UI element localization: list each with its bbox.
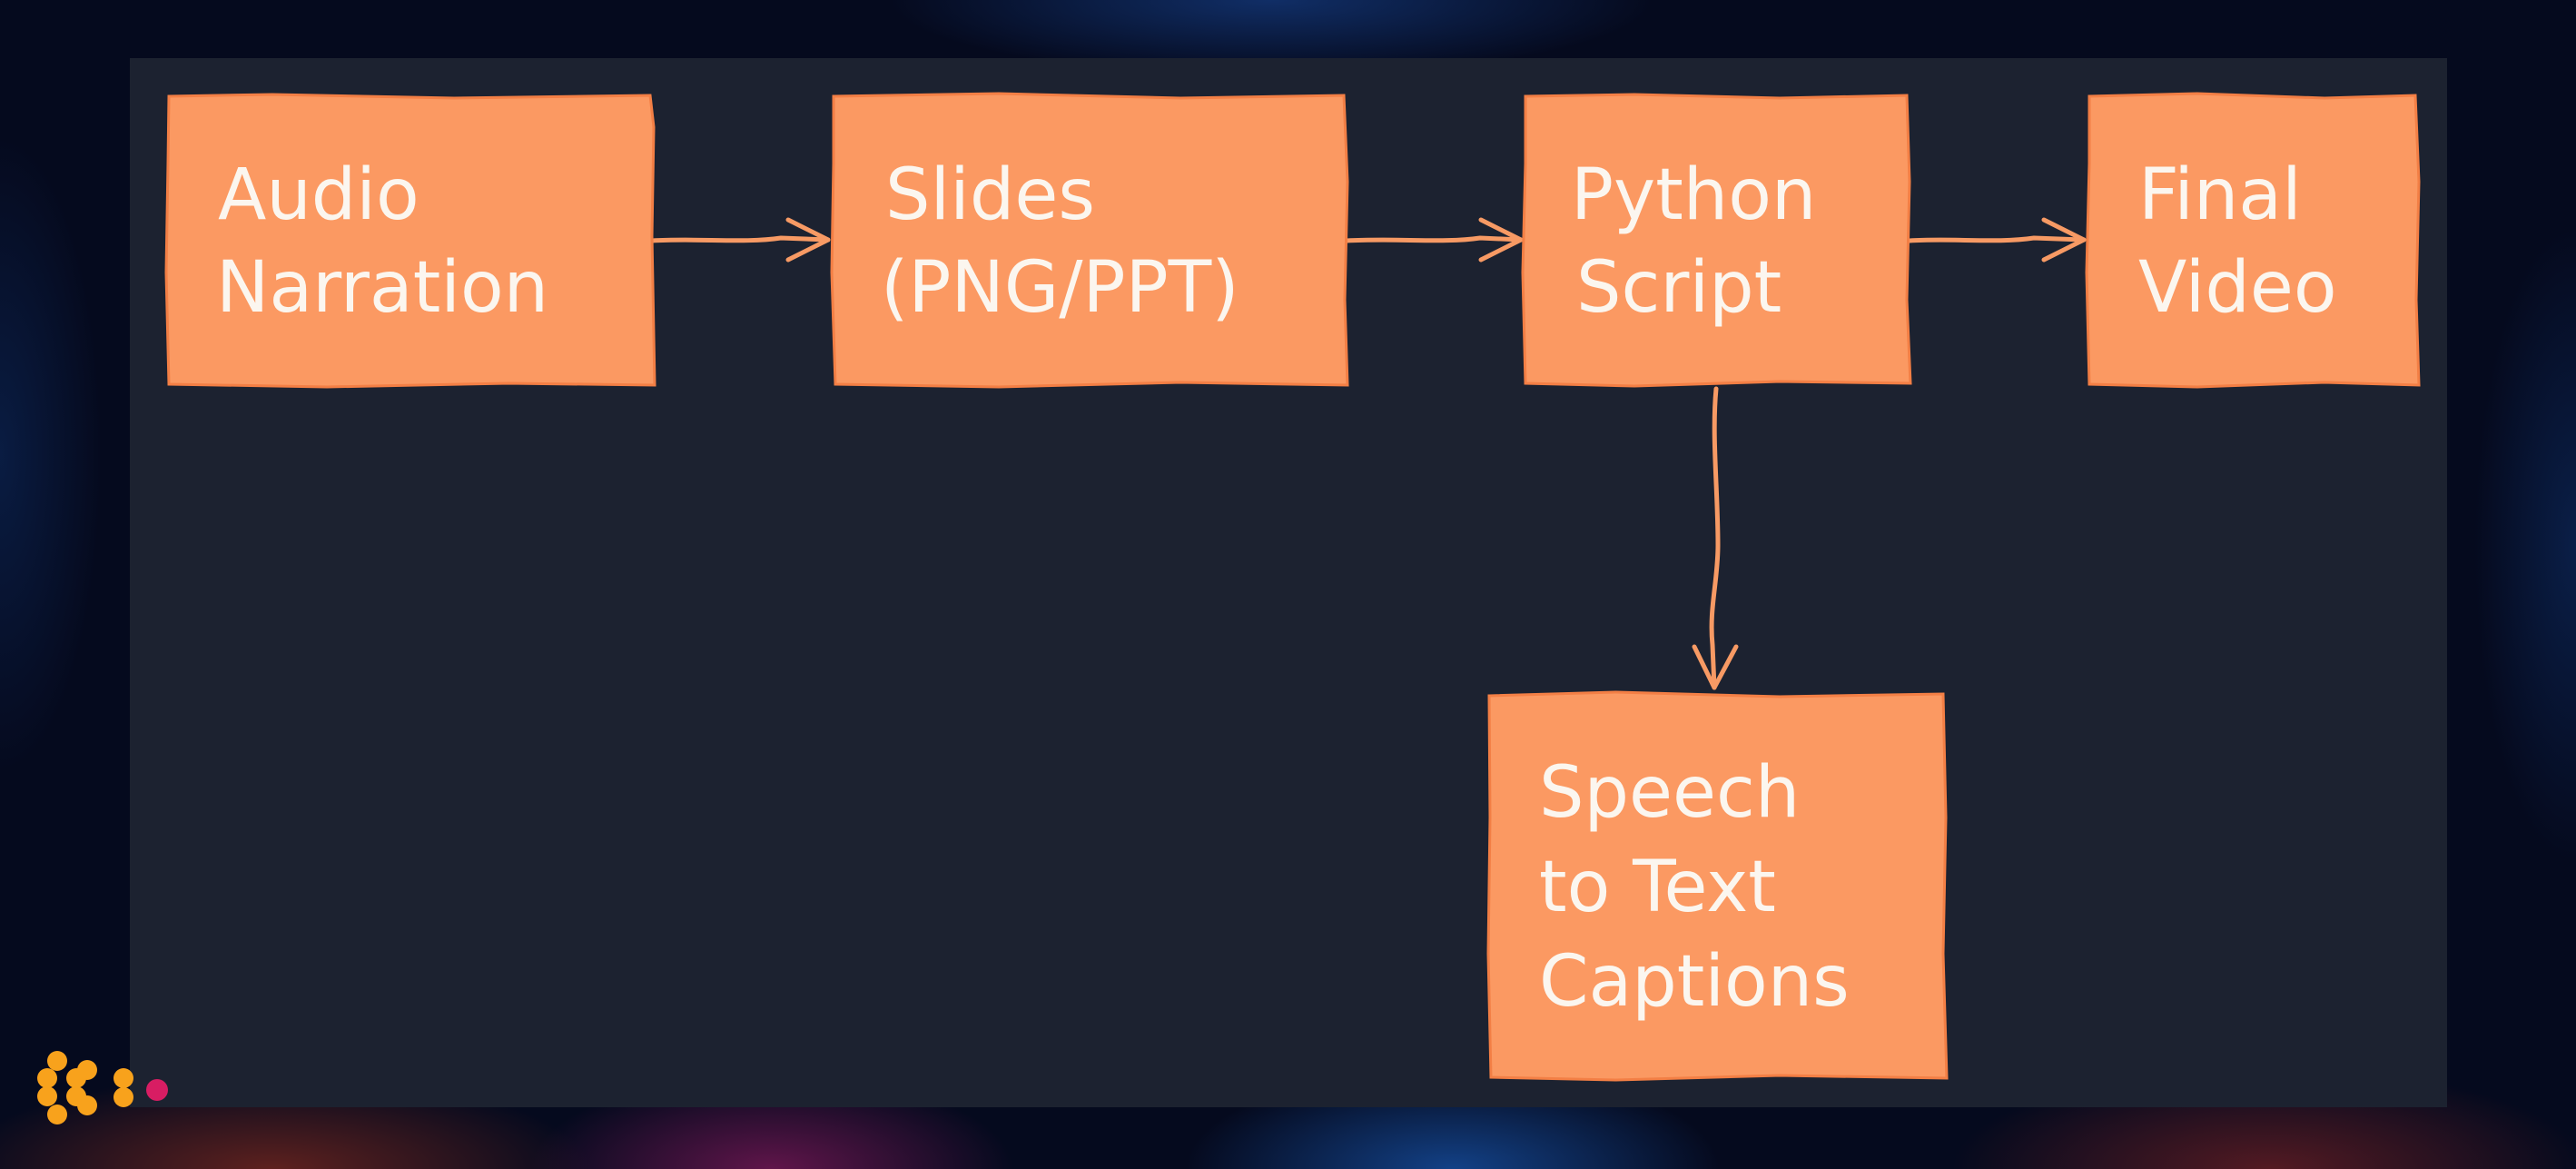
node-final-video-line-1: Final [2138, 154, 2302, 236]
node-final-video-line-2: Video [2138, 247, 2337, 329]
node-slides-line-2: (PNG/PPT) [881, 247, 1239, 329]
node-final-video: Final Video [2085, 92, 2421, 389]
node-audio-narration: Audio Narration [164, 93, 656, 389]
node-audio-narration-line-1: Audio [218, 154, 419, 236]
node-python-script-line-2: Script [1576, 247, 1781, 329]
node-slides: Slides (PNG/PPT) [830, 92, 1349, 389]
node-slides-line-1: Slides [885, 154, 1095, 236]
edge-audio-to-slides [649, 217, 831, 263]
node-speech-line-2: to Text [1539, 847, 1776, 928]
node-audio-narration-line-2: Narration [216, 247, 548, 329]
node-speech-to-text-captions: Speech to Text Captions [1486, 690, 1949, 1082]
node-python-script: Python Script [1521, 93, 1912, 388]
dotted-logo-icon [37, 1051, 168, 1124]
edge-python-to-final [1907, 217, 2087, 263]
edge-python-to-speech [1692, 386, 1739, 690]
node-speech-line-1: Speech [1539, 752, 1800, 834]
node-speech-line-3: Captions [1539, 941, 1850, 1023]
node-python-script-line-1: Python [1571, 154, 1816, 236]
edge-slides-to-python [1344, 217, 1524, 263]
